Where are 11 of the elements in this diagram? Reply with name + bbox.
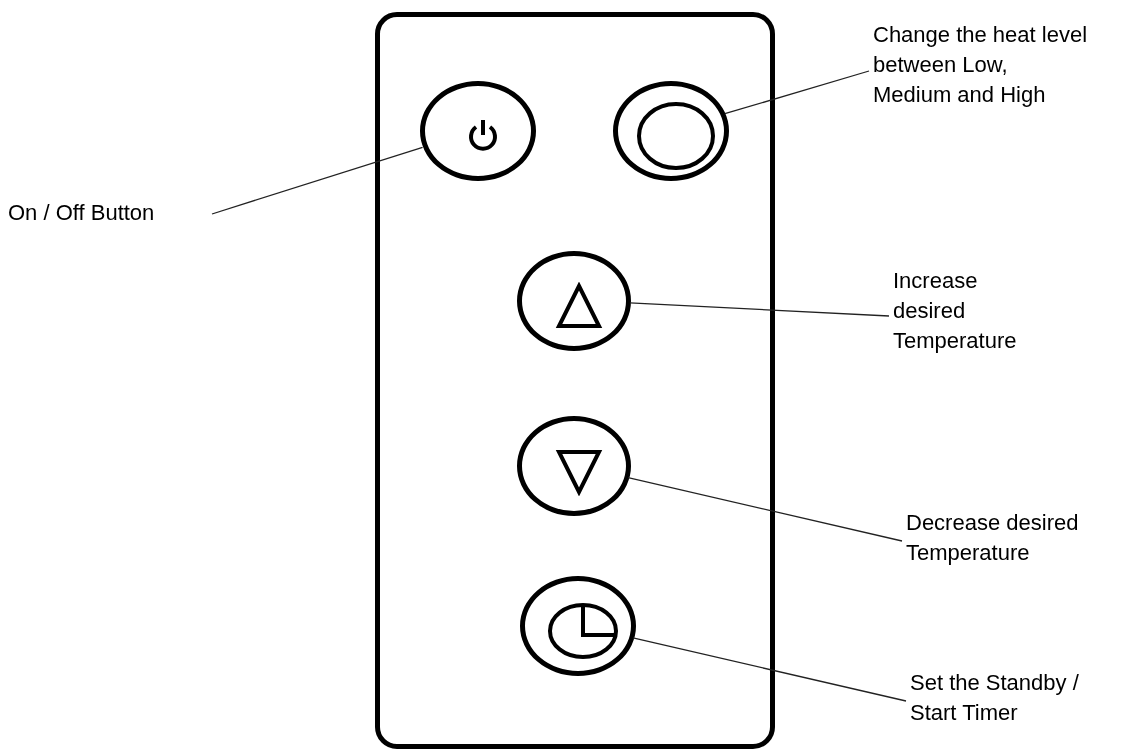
callout-text: Decrease desired Temperature xyxy=(906,508,1134,574)
callout-text: On / Off Button xyxy=(8,198,208,230)
leader-line xyxy=(211,146,424,215)
remote-body xyxy=(375,12,775,749)
leader-line xyxy=(632,637,907,702)
callout-text: Change the heat level between Low, Medium and High xyxy=(873,20,1091,122)
leader-line xyxy=(724,70,870,115)
leader-line xyxy=(627,477,903,542)
callout-text: Set the Standby / Start Timer xyxy=(910,668,1120,734)
callout-text: Increase desired Temperature xyxy=(893,266,1043,366)
leader-line xyxy=(629,302,890,317)
